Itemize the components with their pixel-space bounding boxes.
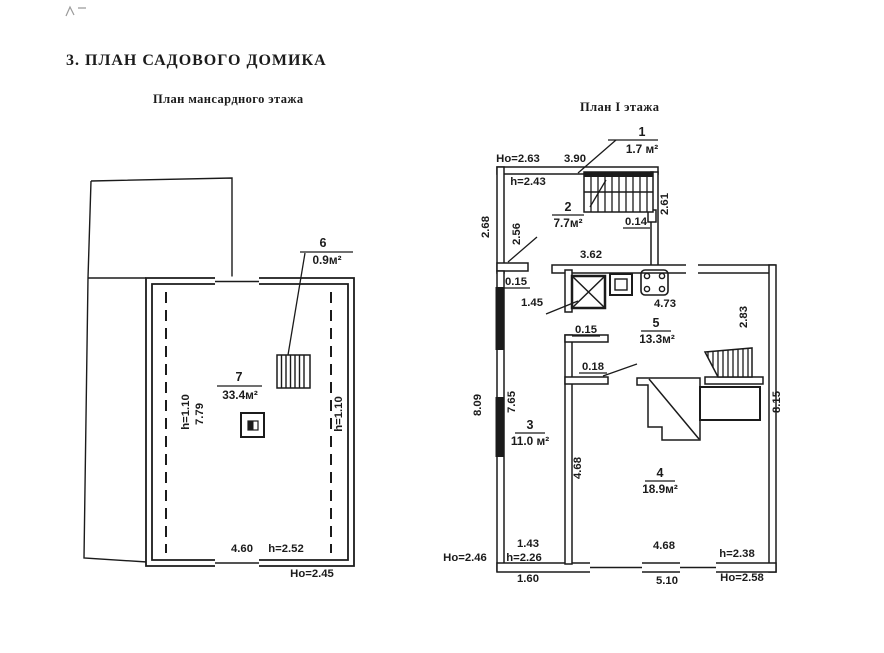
dim-ho-bottom-left: Но=2.46 — [443, 552, 487, 564]
scan-artifact — [65, 5, 86, 17]
dim-h-right: h=1.10 — [333, 396, 345, 432]
dim-wall-c: 0.18 — [579, 361, 607, 374]
dim-hall-width: 3.62 — [580, 249, 602, 261]
dim-kitchen-right: 2.83 — [738, 306, 750, 328]
room-area: 1.7 м² — [626, 142, 658, 156]
svg-text:0.15: 0.15 — [505, 276, 527, 288]
room-area: 33.4м² — [222, 388, 258, 402]
first-floor-plan-drawing: 1 1.7 м² 2 7.7м² 3 11.0 м² 4 18.9м² 5 13… — [443, 125, 783, 587]
room-number: 3 — [527, 418, 534, 432]
dim-h-room4: h=2.38 — [719, 548, 755, 560]
dim-ho-top: Но=2.63 — [496, 153, 540, 165]
floor1-walls — [495, 166, 777, 574]
dim-kitchen-length: 4.73 — [654, 298, 676, 310]
attic-room7-label: 7 33.4м² — [217, 370, 262, 402]
floor1-room5-label: 5 13.3м² — [639, 316, 675, 346]
dim-corridor-wall: 4.68 — [572, 457, 584, 479]
leader-lines — [507, 139, 638, 377]
staircase-icon — [583, 171, 654, 213]
dim-room4-length: 4.68 — [653, 540, 675, 552]
svg-text:0.15: 0.15 — [575, 324, 597, 336]
dim-length-bottom: 4.60 — [231, 543, 253, 555]
svg-text:0.18: 0.18 — [582, 361, 604, 373]
kitchen-table-icon — [640, 269, 669, 296]
floor1-room4-label: 4 18.9м² — [642, 466, 678, 496]
dim-ho-bottom-right: Но=2.58 — [720, 572, 764, 584]
room-area: 11.0 м² — [511, 434, 549, 448]
dim-length-bottom-left: 1.60 — [517, 573, 539, 585]
room-area: 18.9м² — [642, 482, 678, 496]
room-number: 2 — [565, 200, 572, 214]
dim-wall-a: 0.15 — [502, 276, 530, 289]
dim-door-hall: 1.45 — [521, 297, 543, 309]
room-number: 7 — [236, 370, 243, 384]
attic-plan-drawing: 6 0.9м² 7 33.4м² h=1.10 7.79 h=1.10 4.60… — [83, 177, 355, 580]
attic-room6-label: 6 0.9м² — [287, 236, 353, 356]
floor1-room1-label: 1 1.7 м² — [608, 125, 658, 156]
dim-length-bottom-right: 5.10 — [656, 575, 678, 587]
dim-length-top: 3.90 — [564, 153, 586, 165]
dim-stair-step: 0.14 — [623, 216, 650, 229]
room-number: 5 — [653, 316, 660, 330]
svg-text:0.14: 0.14 — [625, 216, 648, 228]
dim-wall-b: 0.15 — [572, 324, 600, 337]
room-area: 0.9м² — [312, 253, 341, 267]
dim-left-outer-top: 2.68 — [480, 216, 492, 238]
dim-h-bottom: h=2.52 — [268, 543, 304, 555]
dim-ho-bottom: Но=2.45 — [290, 568, 334, 580]
dim-h-corridor: h=2.26 — [506, 552, 542, 564]
dim-left-inner: 7.65 — [506, 391, 518, 413]
first-floor-plan-title: План I этажа — [580, 100, 660, 114]
dim-h-room2: h=2.43 — [510, 176, 546, 188]
page-title: 3. ПЛАН САДОВОГО ДОМИКА — [66, 52, 327, 69]
dim-right-top: 2.61 — [659, 193, 671, 215]
dim-length-left: 7.79 — [194, 403, 206, 425]
attic-stair-opening-icon — [276, 354, 311, 389]
dim-corridor-width: 1.43 — [517, 538, 539, 550]
room-number: 1 — [639, 125, 646, 139]
chimney-icon — [240, 412, 265, 438]
floor1-room2-label: 2 7.7м² — [552, 200, 584, 230]
dim-left-outer: 8.09 — [472, 394, 484, 416]
room-area: 7.7м² — [553, 216, 582, 230]
floor1-room3-label: 3 11.0 м² — [511, 418, 549, 448]
dim-h-left: h=1.10 — [180, 394, 192, 430]
room-number: 4 — [657, 466, 664, 480]
sink-icon — [609, 273, 633, 296]
room-area: 13.3м² — [639, 332, 675, 346]
table-icon — [699, 386, 761, 421]
room-number: 6 — [320, 236, 327, 250]
attic-height-boundary-lines — [165, 292, 332, 553]
attic-plan-title: План мансардного этажа — [153, 92, 304, 106]
dim-left-inner-top: 2.56 — [511, 223, 523, 245]
attic-stair-flight-icon — [703, 347, 753, 378]
stove-icon — [570, 274, 607, 310]
dim-right-outer: 8.15 — [771, 391, 783, 413]
attic-terrace-outline — [83, 177, 233, 563]
attic-walls — [145, 276, 355, 568]
masonry-stove-icon — [636, 377, 701, 441]
